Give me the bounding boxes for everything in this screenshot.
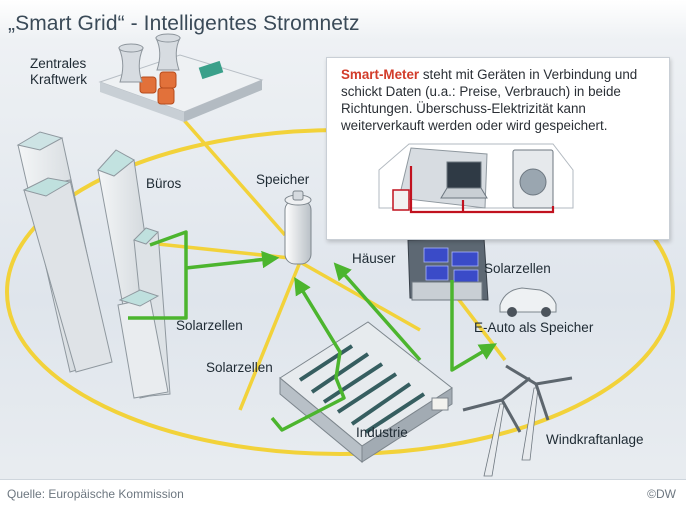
e-car	[499, 287, 557, 317]
smart-meter-description: Smart-Meter steht mit Geräten in Verbind…	[341, 66, 663, 134]
smart-home-illustration	[378, 143, 574, 214]
industry-building	[279, 321, 453, 464]
source-credit: Quelle: Europäische Kommission	[7, 487, 184, 501]
footer-bar: Quelle: Europäische Kommission ©DW	[0, 479, 686, 515]
label-industry: Industrie	[356, 425, 408, 440]
houses-solar	[407, 237, 489, 301]
label-solar-offices: Solarzellen	[176, 318, 243, 333]
office-towers	[16, 131, 171, 399]
page-title: „Smart Grid“ - Intelligentes Stromnetz	[8, 12, 360, 35]
label-offices: Büros	[146, 176, 182, 191]
wind-turbines	[462, 364, 573, 477]
dw-logo: ©DW	[647, 487, 676, 501]
storage-battery	[284, 190, 312, 265]
label-houses: Häuser	[352, 251, 396, 266]
power-plant	[98, 33, 264, 122]
label-wind: Windkraftanlage	[546, 432, 644, 447]
smart-meter-text: steht mit Geräten in Verbindung und schi…	[341, 67, 638, 133]
label-solar-industry: Solarzellen	[206, 360, 273, 375]
energy-flow-lines	[128, 230, 498, 432]
label-storage: Speicher	[256, 172, 310, 187]
label-ecar: E-Auto als Speicher	[474, 320, 594, 335]
smart-meter-info-box: Smart-Meter steht mit Geräten in Verbind…	[326, 57, 670, 240]
smart-meter-highlight: Smart-Meter	[341, 67, 420, 82]
label-solar-houses: Solarzellen	[484, 261, 551, 276]
label-power-plant: Zentrales Kraftwerk	[30, 56, 88, 87]
